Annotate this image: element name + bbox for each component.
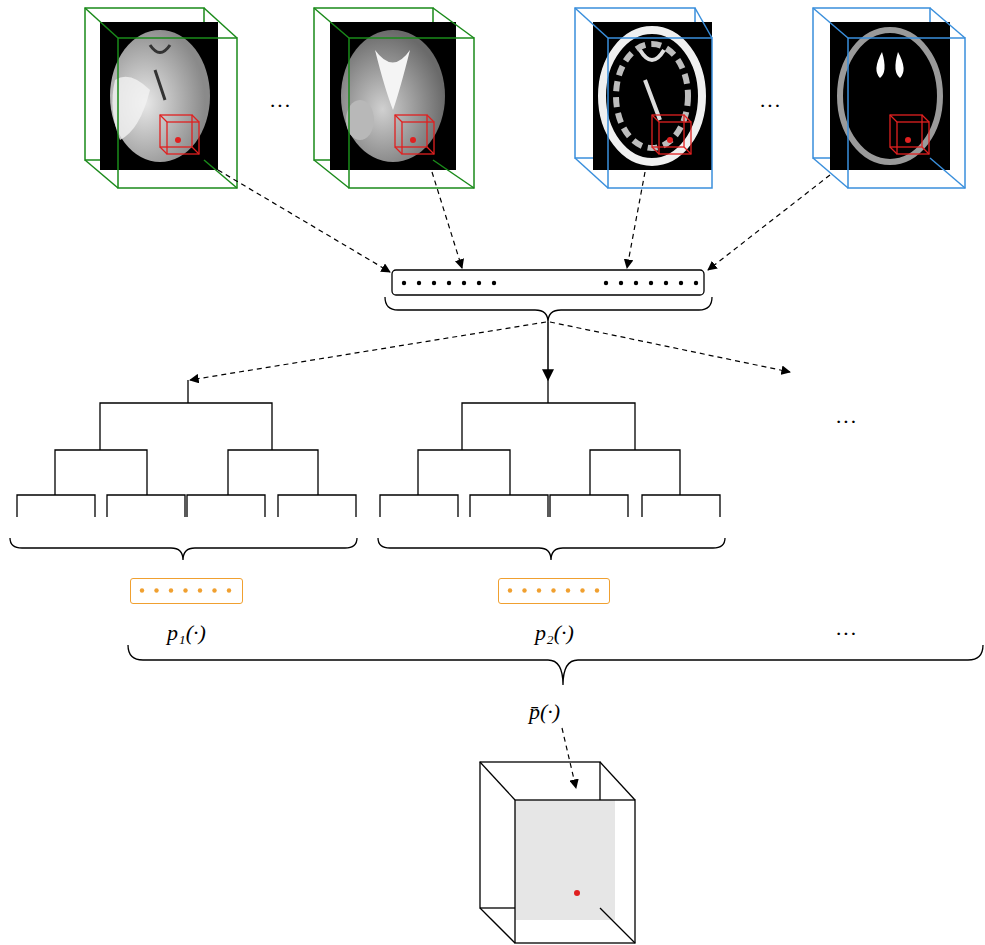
probability-vector: [498, 578, 610, 604]
probability-vector: [130, 578, 243, 604]
feature-vector: [392, 270, 704, 295]
decision-tree: [380, 380, 720, 517]
mri-volume: [85, 8, 237, 188]
dashed-arrow: [562, 728, 576, 788]
node-label: p₁(·): [167, 621, 206, 645]
decision-tree: [17, 380, 356, 517]
vector-dots: [499, 579, 608, 602]
patch-centre: [175, 137, 911, 143]
ellipsis: ···: [759, 94, 781, 118]
feature-volume: [575, 8, 712, 188]
arrow: [547, 322, 549, 380]
dashed-arrow: [190, 322, 790, 380]
node-label: p₂(·): [535, 621, 574, 645]
output-volume: [480, 762, 635, 943]
ellipsis: ···: [835, 622, 857, 646]
vector-dots: [131, 579, 241, 602]
dashed-arrow: [218, 170, 830, 272]
ellipsis: ···: [269, 94, 291, 118]
patch-cube: [160, 115, 929, 154]
mri-volume: [314, 8, 474, 188]
feature-volume: [813, 8, 965, 188]
math-label: p̄(·): [529, 700, 560, 724]
brace: [10, 297, 983, 685]
ellipsis: ···: [835, 410, 857, 434]
